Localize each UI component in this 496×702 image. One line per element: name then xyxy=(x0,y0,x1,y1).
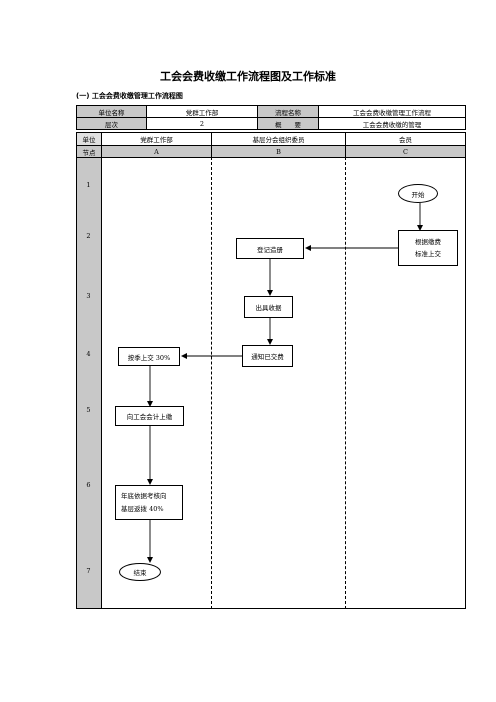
quarterly-submit-box: 按季上交 30% xyxy=(118,347,180,366)
node-number-7: 7 xyxy=(86,567,91,575)
notify-paid-box: 通知已交费 xyxy=(242,345,293,367)
node-number-4: 4 xyxy=(86,350,91,358)
lane-a xyxy=(101,157,212,609)
pay-by-standard-box: 根据缴费 标准上交 xyxy=(398,230,458,266)
level-label: 层次 xyxy=(76,117,147,130)
start-oval: 开始 xyxy=(398,184,438,203)
issue-receipt-box: 出具收据 xyxy=(244,296,293,318)
node-number-3: 3 xyxy=(86,292,91,300)
node-number-2: 2 xyxy=(86,232,91,240)
node-column xyxy=(76,157,102,609)
union-accounting-box: 向工会会计上缴 xyxy=(115,406,184,426)
page-title: 工会会费收缴工作流程图及工作标准 xyxy=(160,70,336,83)
year-end-line1: 年底依据考核向 xyxy=(121,491,167,500)
end-oval: 结束 xyxy=(119,563,161,581)
summary-label: 概 要 xyxy=(257,117,319,130)
node-number-6: 6 xyxy=(86,481,91,489)
node-number-1: 1 xyxy=(86,181,91,189)
section-subtitle: (一) 工会会费收缴管理工作流程图 xyxy=(76,92,183,100)
year-end-box: 年底依据考核向 基层返拨 40% xyxy=(115,485,183,520)
lane-c xyxy=(345,157,466,609)
year-end-line2: 基层返拨 40% xyxy=(121,504,164,513)
node-number-5: 5 xyxy=(86,406,91,414)
lane-b xyxy=(211,157,346,609)
pay-by-standard-line1: 根据缴费 xyxy=(415,238,441,246)
summary-value: 工会会费收缴的管理 xyxy=(318,117,466,130)
pay-by-standard-line2: 标准上交 xyxy=(415,250,441,258)
register-box: 登记造册 xyxy=(236,238,304,259)
